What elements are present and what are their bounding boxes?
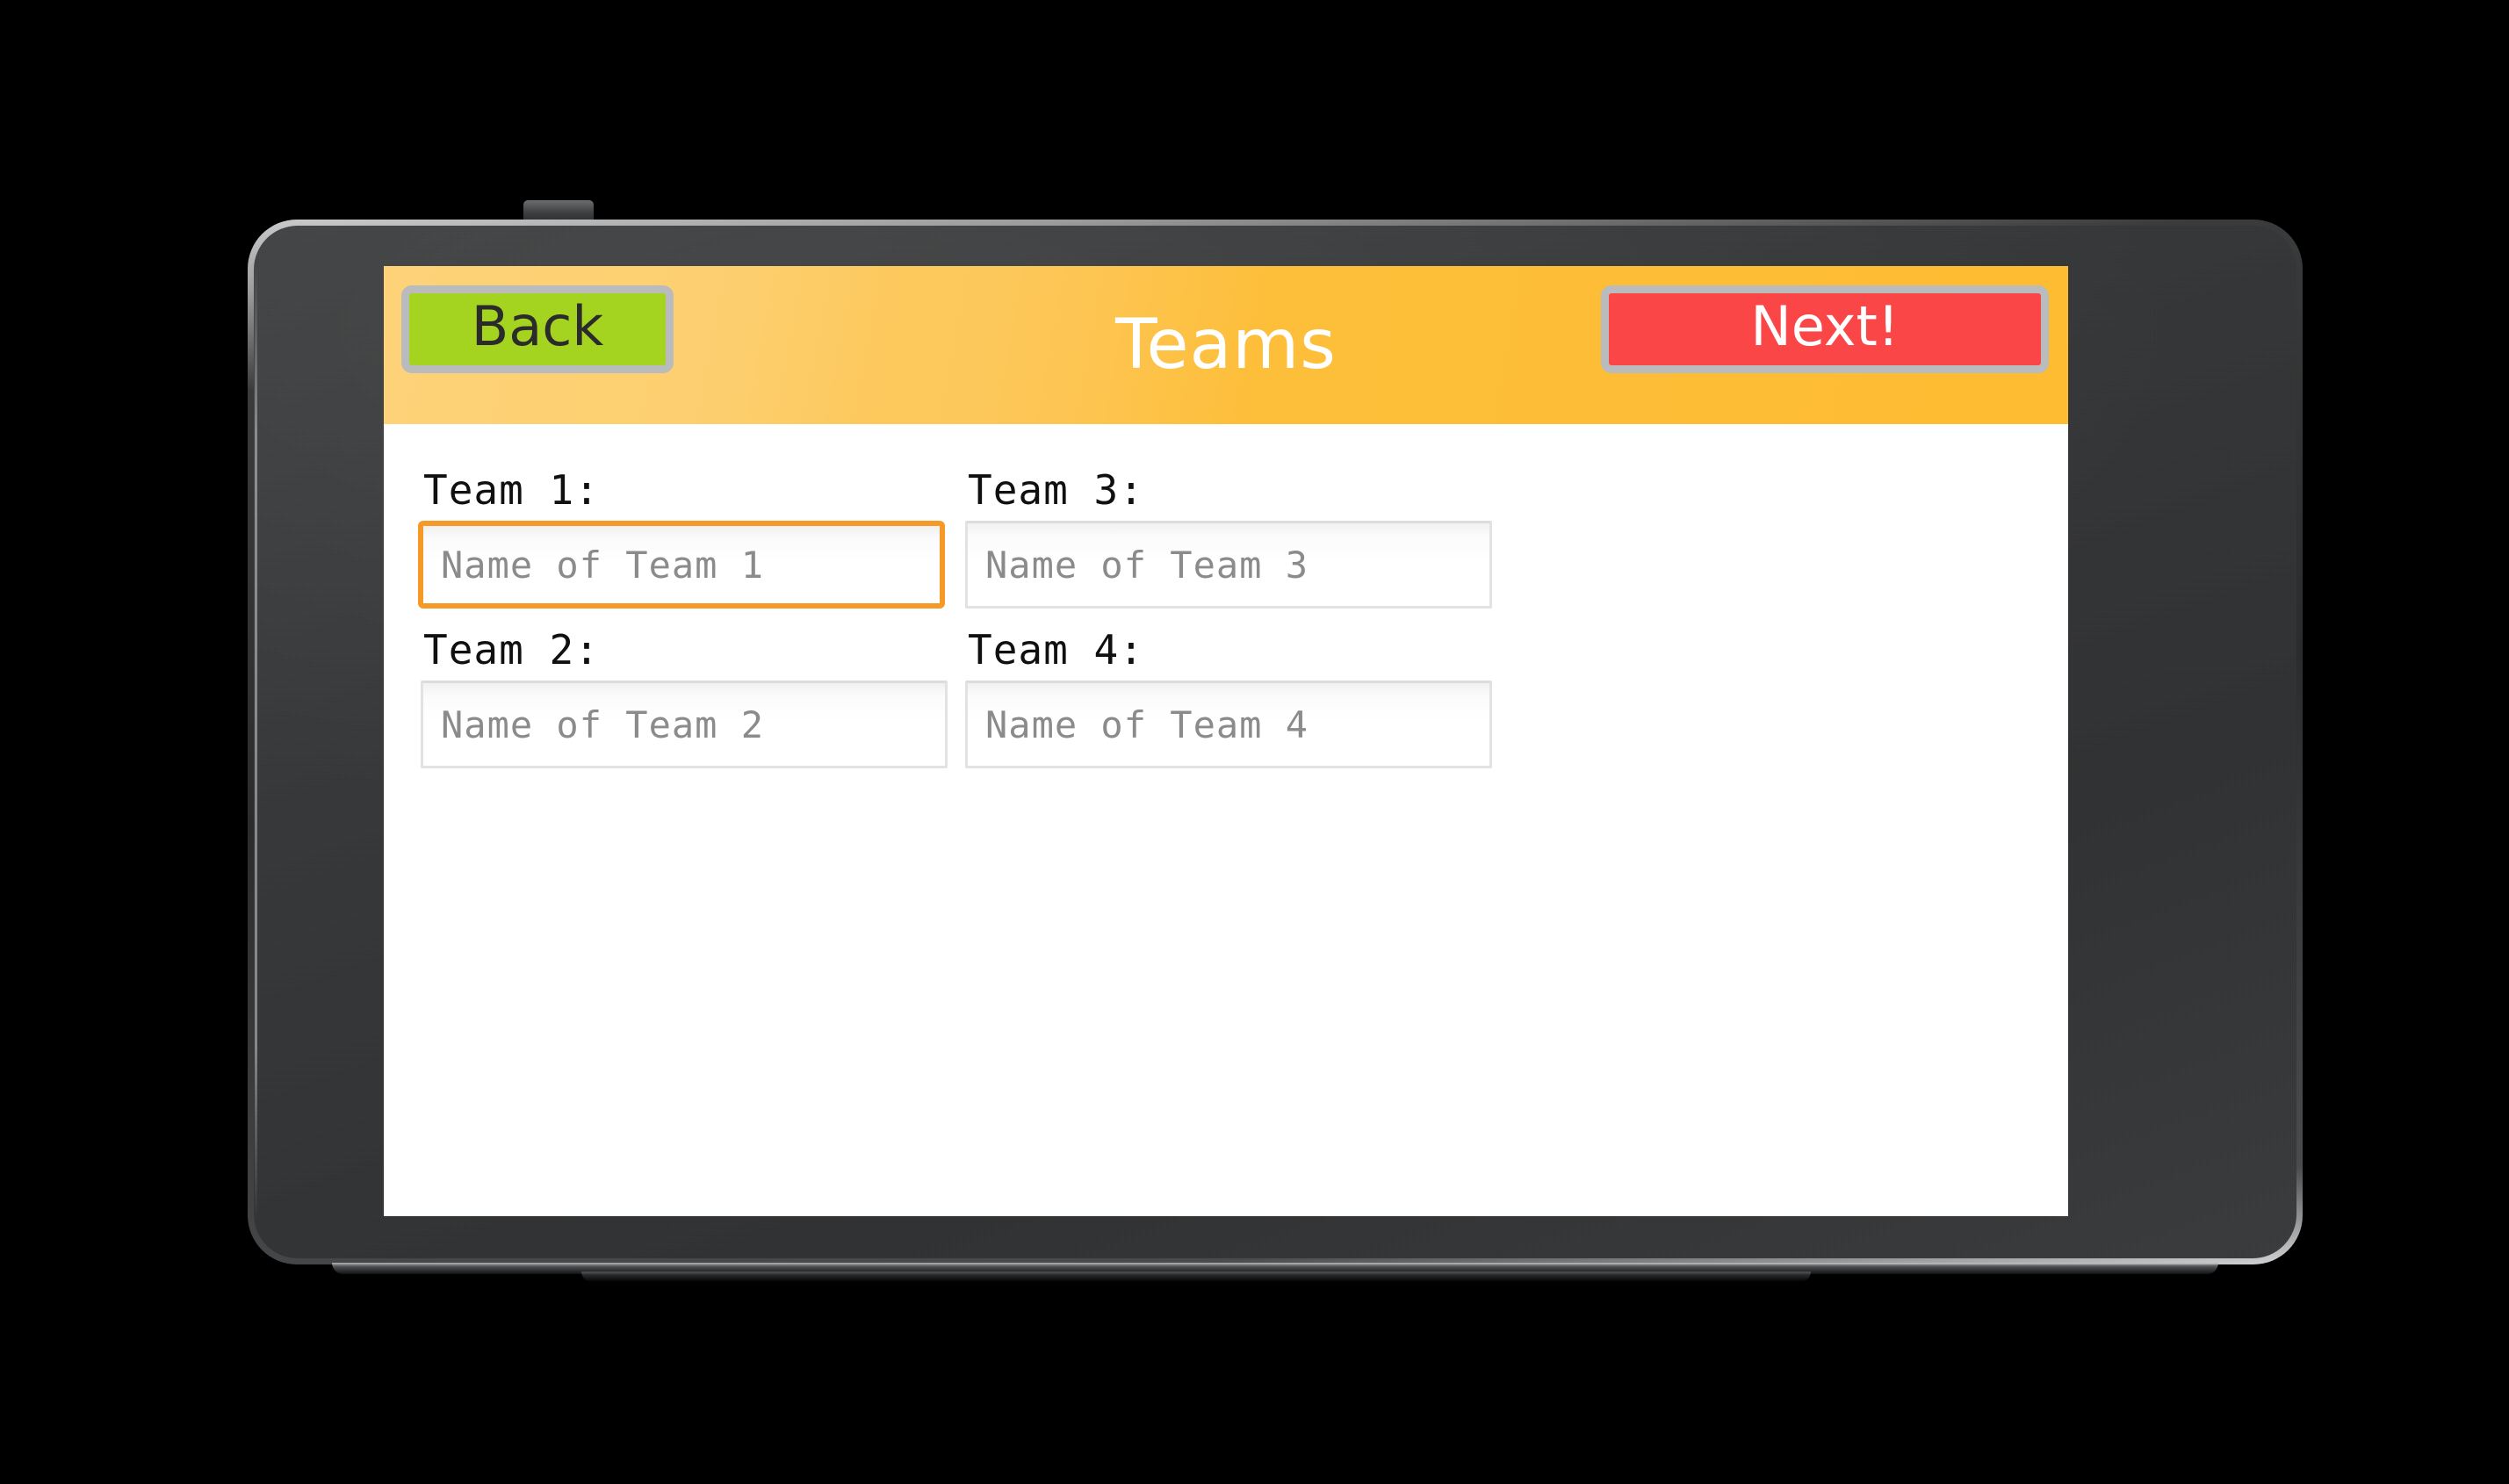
device-top-button[interactable] (523, 200, 594, 223)
input-team-1[interactable]: Name of Team 1 (418, 521, 945, 609)
next-button[interactable]: Next! (1601, 285, 2049, 373)
field-group-team-1: Team 1: Name of Team 1 (418, 466, 948, 609)
label-team-3: Team 3: (968, 466, 1144, 514)
back-button-label: Back (471, 294, 604, 358)
page-title-text: Teams (1115, 306, 1337, 385)
phone-screen: Teams Back Next! Team 1: Name of Team 1 … (384, 266, 2068, 1216)
label-team-4: Team 4: (968, 626, 1144, 674)
device-bottom-shadow (581, 1271, 1811, 1282)
teams-form: Team 1: Name of Team 1 Team 2: Name of T… (384, 424, 2068, 1216)
field-group-team-4: Team 4: Name of Team 4 (965, 626, 1492, 768)
input-team-2[interactable]: Name of Team 2 (421, 681, 948, 768)
phone-device: Teams Back Next! Team 1: Name of Team 1 … (248, 200, 2303, 1282)
label-team-1: Team 1: (423, 466, 600, 514)
app-title-bar: Teams Back Next! (384, 266, 2068, 424)
back-button[interactable]: Back (401, 285, 674, 373)
input-team-3[interactable]: Name of Team 3 (965, 521, 1492, 609)
input-team-4[interactable]: Name of Team 4 (965, 681, 1492, 768)
field-group-team-2: Team 2: Name of Team 2 (421, 626, 948, 768)
field-group-team-3: Team 3: Name of Team 3 (965, 466, 1492, 609)
device-bottom-lip (332, 1263, 2218, 1274)
label-team-2: Team 2: (423, 626, 600, 674)
next-button-label: Next! (1750, 294, 1900, 358)
device-edge-highlight (255, 265, 257, 1219)
